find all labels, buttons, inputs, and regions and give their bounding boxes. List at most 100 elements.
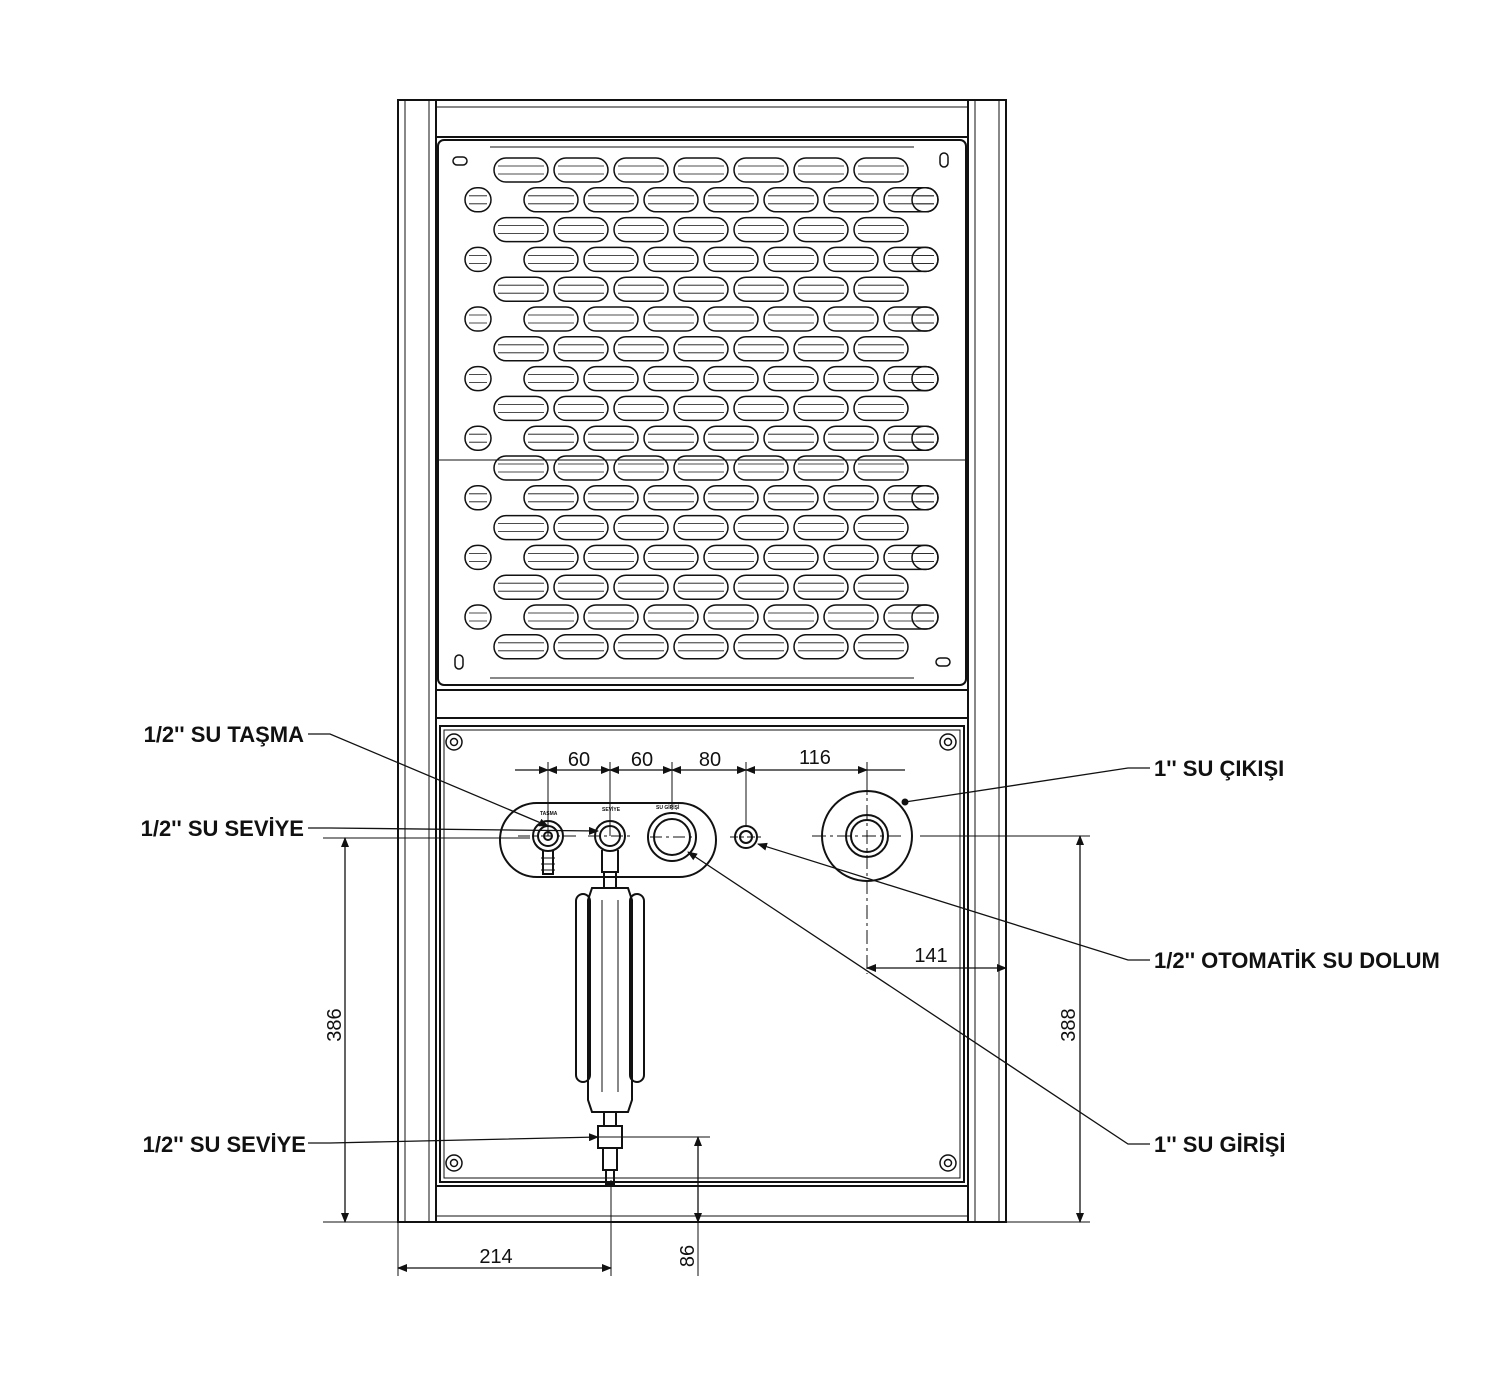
grille-slot	[823, 187, 879, 213]
grille-slot	[853, 455, 909, 481]
grille-slot	[493, 157, 549, 183]
grille-slot	[733, 514, 789, 541]
grille-slot	[643, 485, 699, 511]
grille-slot	[643, 246, 699, 273]
grille-slot	[911, 425, 939, 451]
grille-slot	[583, 485, 639, 511]
grille-slot	[763, 544, 819, 571]
grille-slot	[883, 604, 939, 630]
grille-slot	[613, 216, 669, 243]
dimension-lines	[341, 766, 1084, 1272]
grille-slot	[673, 574, 729, 600]
grille-slot	[883, 306, 939, 332]
callout-labels: 1/2'' SU TAŞMA 1/2'' SU SEVİYE 1/2'' SU …	[141, 722, 1440, 1157]
label-level-top: 1/2'' SU SEVİYE	[141, 816, 304, 841]
grille-slot	[673, 216, 729, 243]
grille-slot	[583, 425, 639, 451]
grille-slot	[911, 544, 939, 571]
grille-slot	[583, 544, 639, 571]
screw-slot-icon	[452, 156, 468, 166]
grille-slot	[523, 425, 579, 451]
grille-slot	[763, 306, 819, 332]
grille-slot	[793, 395, 849, 422]
grille-slot	[763, 485, 819, 511]
dim-116: 116	[799, 747, 831, 769]
leader-lines	[308, 733, 1150, 1145]
grille-slot	[823, 604, 879, 630]
grille-slot	[733, 395, 789, 422]
grille-slot	[763, 604, 819, 630]
grille-slot	[793, 336, 849, 362]
grille-slot	[613, 574, 669, 600]
grille-slot	[464, 306, 492, 332]
grille-slots	[464, 157, 939, 660]
label-outlet: 1'' SU ÇIKIŞI	[1154, 756, 1284, 781]
grille-slot	[643, 544, 699, 571]
grille-slot	[793, 514, 849, 541]
grille-slot	[763, 365, 819, 392]
grille-slot	[733, 276, 789, 302]
grille-slot	[883, 544, 939, 571]
grille-slot	[553, 574, 609, 600]
grille-slot	[523, 604, 579, 630]
grille-slot	[553, 634, 609, 660]
grille-slot	[823, 544, 879, 571]
grille-slot	[763, 187, 819, 213]
grille-slot	[464, 365, 492, 392]
grille-slot	[613, 336, 669, 362]
dim-86: 86	[677, 1245, 699, 1267]
grille-slot	[613, 455, 669, 481]
grille-slot	[703, 544, 759, 571]
grille-slot	[703, 187, 759, 213]
grille-slot	[911, 485, 939, 511]
screw-slot-icon	[935, 657, 951, 667]
grille-slot	[911, 604, 939, 630]
grille-slot	[553, 395, 609, 422]
label-overflow: 1/2'' SU TAŞMA	[144, 722, 305, 747]
grille-slot	[673, 634, 729, 660]
label-inlet: 1'' SU GİRİŞİ	[1154, 1132, 1286, 1157]
cabinet-frame	[397, 99, 1007, 1223]
grille-slot	[553, 276, 609, 302]
grille-slot	[493, 634, 549, 660]
label-level-bottom: 1/2'' SU SEVİYE	[143, 1132, 306, 1157]
grille-slot	[823, 425, 879, 451]
grille-slot	[703, 604, 759, 630]
grille-slot	[643, 425, 699, 451]
grille-slot	[613, 395, 669, 422]
grille-slot	[553, 216, 609, 243]
grille-slot	[523, 187, 579, 213]
dim-214: 214	[479, 1246, 512, 1268]
grille-slot	[823, 246, 879, 273]
grille-slot	[911, 246, 939, 273]
dimension-texts: 60 60 80 116 141 214 386 388 86	[324, 747, 1080, 1268]
grille-slot	[823, 365, 879, 392]
dim-60-a: 60	[568, 749, 590, 771]
grille-slot	[883, 425, 939, 451]
grille-slot	[583, 187, 639, 213]
grille-slot	[464, 544, 492, 571]
grille-slot	[583, 604, 639, 630]
grille-slot	[613, 276, 669, 302]
grille-slot	[703, 246, 759, 273]
grille-slot	[703, 425, 759, 451]
grille-slot	[733, 455, 789, 481]
grille-slot	[793, 574, 849, 600]
grille-slot	[793, 455, 849, 481]
label-auto-fill: 1/2'' OTOMATİK SU DOLUM	[1154, 948, 1440, 973]
grille-slot	[613, 514, 669, 541]
grille-slot	[853, 514, 909, 541]
grille-slot	[911, 306, 939, 332]
grille-slot	[464, 187, 492, 213]
grille-slot	[853, 336, 909, 362]
dim-386: 386	[324, 1008, 346, 1041]
grille-slot	[493, 395, 549, 422]
screw-icon	[939, 733, 957, 751]
grille-slot	[883, 485, 939, 511]
grille-slot	[853, 216, 909, 243]
grille-slot	[613, 157, 669, 183]
dim-60-b: 60	[631, 749, 653, 771]
grille-slot	[853, 634, 909, 660]
grille-slot	[643, 187, 699, 213]
